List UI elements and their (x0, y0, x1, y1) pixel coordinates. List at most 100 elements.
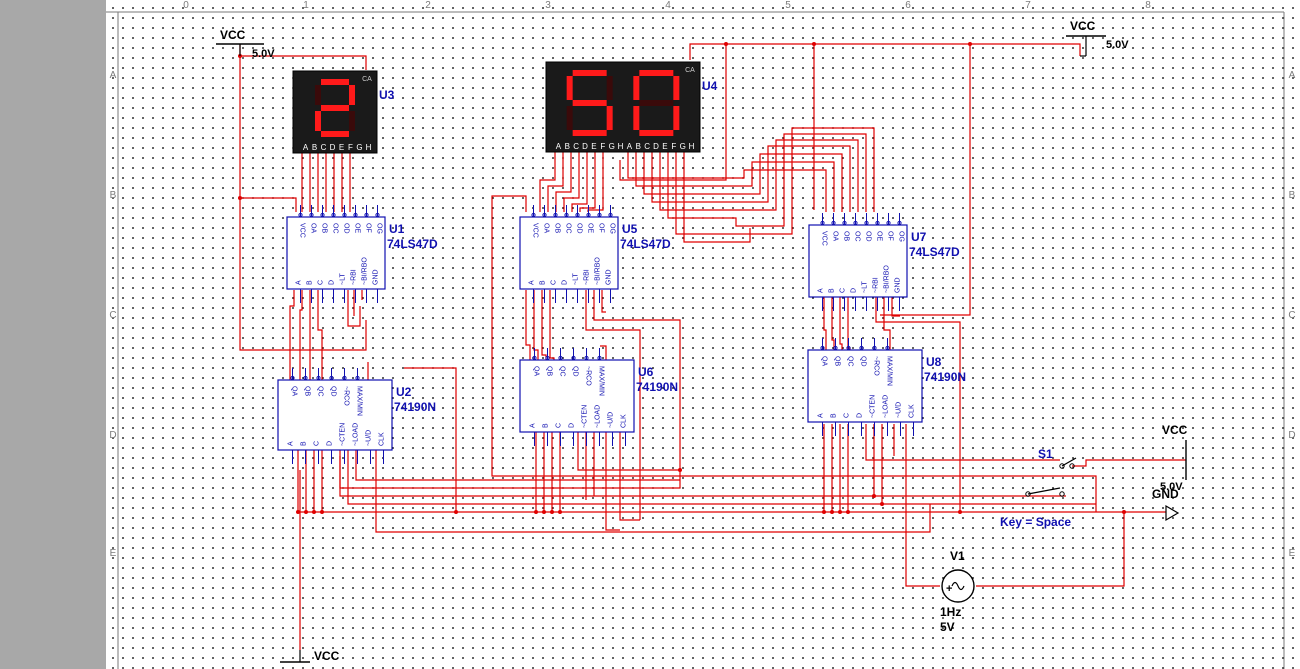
pin-label: D (562, 280, 569, 285)
pin-label: CLK (621, 414, 628, 428)
segment-b (606, 76, 613, 100)
ruler-row-label: C (109, 310, 116, 321)
segment-c (673, 106, 680, 130)
pin-label: ~CTEN (340, 423, 347, 446)
pin-label: ~LOAD (353, 423, 360, 446)
ruler-row-label: D (109, 430, 116, 441)
pin-label: A (529, 280, 536, 285)
ic-part: 74LS47D (387, 237, 438, 251)
pin-label: ~U/D (366, 430, 373, 446)
display-pin-label: C (573, 142, 579, 151)
ic-part: 74LS47D (909, 245, 960, 259)
display-pin-label: A (627, 142, 633, 151)
pin-label: OE (587, 223, 594, 233)
pin-label: ~RBI (873, 277, 880, 293)
pin-label: ~LT (573, 273, 580, 285)
pin-label: B (543, 423, 550, 428)
pin-label: ~U/D (896, 402, 903, 418)
pin-label: D (329, 280, 336, 285)
pin-label: ~BI/RBO (595, 257, 602, 285)
ruler-row-label: B (110, 190, 117, 201)
ic-part: 74190N (394, 400, 436, 414)
pin-label: OE (354, 223, 361, 233)
ruler-row-label: C (1288, 310, 1295, 321)
ruler-row-label: E (110, 548, 117, 559)
display-pin-label: B (565, 142, 570, 151)
segment-f (566, 76, 573, 100)
pin-label: OC (854, 231, 861, 242)
clock-source-v1[interactable]: + V1 1Hz 5V (940, 549, 975, 634)
vcc-label: VCC (1162, 423, 1188, 437)
vcc-voltage: 5.0V (1160, 481, 1183, 493)
ic-ref: U7 (911, 230, 927, 244)
display-pin-label: A (303, 143, 309, 152)
pin-label: QB (834, 356, 841, 366)
pin-label: D (857, 413, 864, 418)
switch-s1[interactable]: S1 Key = Space (1000, 447, 1077, 529)
segment-c (349, 111, 355, 131)
sheet-ruler (106, 11, 1285, 669)
display-pin-label: E (339, 143, 344, 152)
display-pin-label: D (582, 142, 588, 151)
vcc-symbol-top-right[interactable]: VCC 5.0V (1066, 19, 1129, 57)
vcc-voltage: 5.0V (1106, 39, 1129, 51)
pin-label: ~LOAD (883, 395, 890, 418)
pin-label: VCC (532, 223, 539, 238)
pin-label: QA (821, 356, 828, 366)
source-frequency: 1Hz (940, 605, 961, 619)
pin-label: QC (559, 366, 566, 377)
gnd-symbol[interactable]: GND (1152, 487, 1180, 522)
pin-label: ~RCO (343, 386, 350, 406)
pin-label: A (288, 441, 295, 446)
display-pin-label: G (680, 142, 686, 151)
ic-ref: U5 (622, 222, 638, 236)
ruler-column-label: 0 (183, 0, 189, 11)
pin-label: GND (895, 277, 902, 293)
vcc-voltage: 5.0V (252, 48, 275, 60)
vcc-label: VCC (1070, 19, 1096, 33)
pin-label: OG (609, 223, 616, 234)
pin-label: A (818, 288, 825, 293)
ruler-column-label: 1 (303, 0, 309, 11)
pin-label: QD (572, 366, 579, 377)
segment-e (315, 111, 321, 131)
vcc-symbol-top-left[interactable]: VCC 5.0V (216, 28, 275, 60)
ruler-column-label: 3 (545, 0, 551, 11)
pin-label: MAX/MIN (886, 356, 893, 386)
pin-label: ~LT (340, 273, 347, 285)
display-pin-label: A (556, 142, 562, 151)
display-pin-label: F (348, 143, 353, 152)
segment-d (321, 131, 349, 137)
display-pin-label: H (618, 142, 624, 151)
ruler-column-label: 6 (905, 0, 911, 11)
pin-label: B (301, 441, 308, 446)
vcc-symbol-right[interactable]: VCC 5.0V (1160, 423, 1188, 493)
segment-c (606, 106, 613, 130)
vcc-label: VCC (220, 28, 246, 42)
ruler-row-label: A (110, 70, 117, 81)
display-pin-label: G (356, 143, 362, 152)
pin-label: MAX/MIN (598, 366, 605, 396)
pin-label: ~LOAD (595, 405, 602, 428)
ic-ref: U8 (926, 355, 942, 369)
pin-label: OF (887, 231, 894, 241)
segment-a (639, 70, 674, 76)
pin-label: ~RCO (873, 356, 880, 376)
pin-label: OD (343, 223, 350, 234)
pin-label: OA (543, 223, 550, 233)
display-pin-label: B (636, 142, 641, 151)
vcc-symbol-bottom[interactable]: VCC (280, 649, 340, 663)
pin-label: ~RBI (584, 269, 591, 285)
